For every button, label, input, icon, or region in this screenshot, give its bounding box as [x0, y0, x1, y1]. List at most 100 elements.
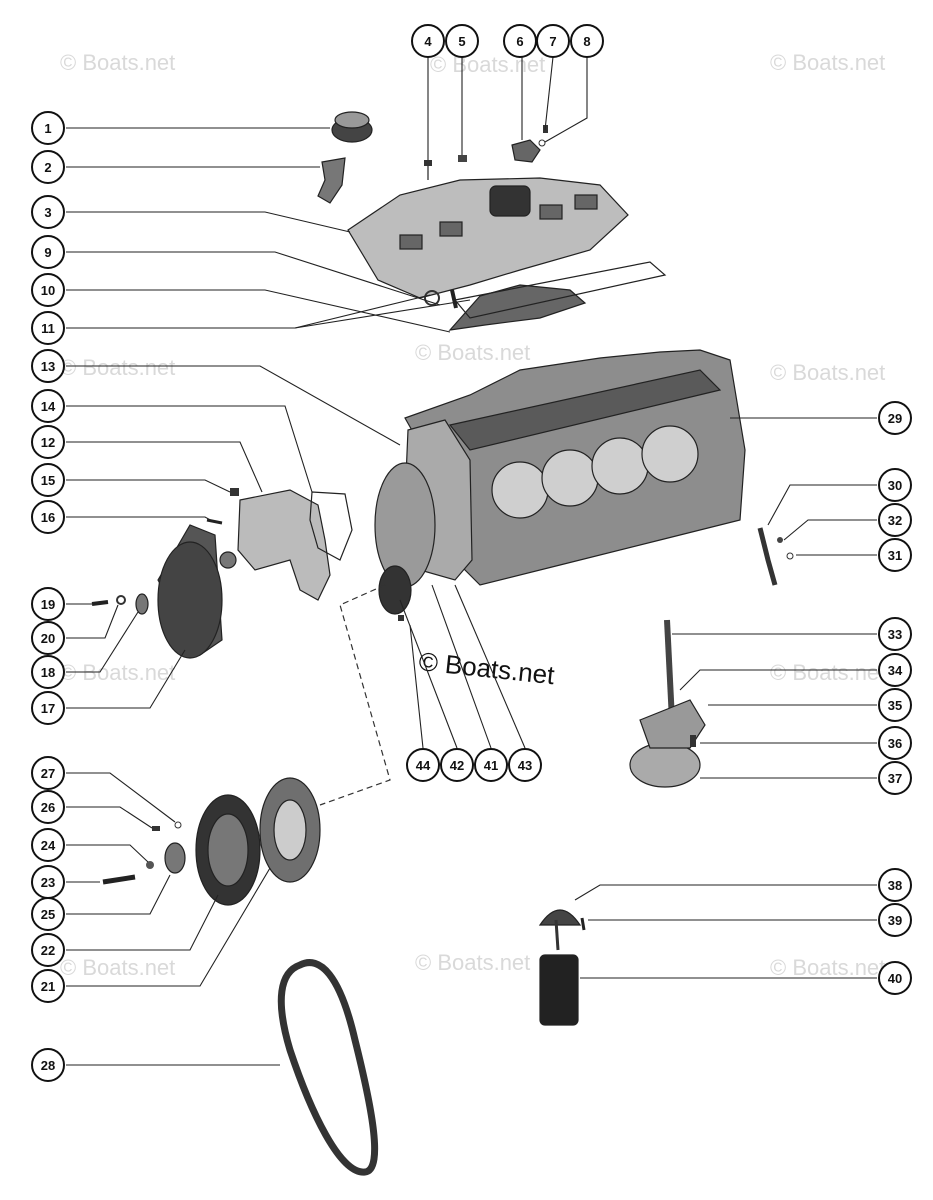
- callout-12: 12: [31, 425, 65, 459]
- callout-41: 41: [474, 748, 508, 782]
- svg-text:22: 22: [41, 943, 55, 958]
- callout-2: 2: [31, 150, 65, 184]
- callout-22: 22: [31, 933, 65, 967]
- callout-17: 17: [31, 691, 65, 725]
- svg-text:27: 27: [41, 766, 55, 781]
- part-4-bolt: [424, 160, 432, 180]
- callout-7: 7: [536, 24, 570, 58]
- svg-text:33: 33: [888, 627, 902, 642]
- part-1-cap: [331, 111, 373, 143]
- callouts: 1 2 3 9 10 11 13 14 12 15 16 19 20 18 17…: [31, 24, 912, 1082]
- part-2-elbow: [317, 157, 346, 204]
- watermark: © Boats.net: [415, 950, 530, 975]
- part-38-cap: [538, 909, 582, 926]
- part-27-washer: [174, 821, 182, 829]
- part-31-plug: [786, 552, 794, 560]
- callout-6: 6: [503, 24, 537, 58]
- part-41-damper: [374, 462, 436, 588]
- svg-text:30: 30: [888, 478, 902, 493]
- svg-text:1: 1: [44, 121, 51, 136]
- callout-16: 16: [31, 500, 65, 534]
- part-29-engine-block: [404, 349, 746, 586]
- part-21-pulley: [259, 777, 321, 883]
- part-24-lockwasher: [146, 861, 154, 869]
- svg-text:28: 28: [41, 1058, 55, 1073]
- part-3-intake-manifold: [347, 177, 629, 299]
- svg-text:12: 12: [41, 435, 55, 450]
- callout-13: 13: [31, 349, 65, 383]
- svg-text:20: 20: [41, 631, 55, 646]
- callout-44: 44: [406, 748, 440, 782]
- svg-text:31: 31: [888, 548, 902, 563]
- watermark: © Boats.net: [770, 50, 885, 75]
- svg-text:19: 19: [41, 597, 55, 612]
- part-15-plug: [230, 488, 239, 496]
- watermark: © Boats.net: [60, 355, 175, 380]
- svg-text:35: 35: [888, 698, 902, 713]
- watermark: © Boats.net: [770, 955, 885, 980]
- callout-30: 30: [878, 468, 912, 502]
- part-20-lockwasher: [116, 595, 126, 605]
- svg-text:13: 13: [41, 359, 55, 374]
- svg-text:15: 15: [41, 473, 55, 488]
- part-37-oil-pump: [629, 699, 706, 788]
- part-26-screw: [152, 826, 160, 831]
- svg-text:14: 14: [41, 399, 56, 414]
- svg-text:18: 18: [41, 665, 55, 680]
- callout-39: 39: [878, 903, 912, 937]
- part-12-water-pump: [219, 489, 331, 601]
- callout-35: 35: [878, 688, 912, 722]
- callout-8: 8: [570, 24, 604, 58]
- svg-text:3: 3: [44, 205, 51, 220]
- part-9-stud: [450, 289, 458, 309]
- callout-28: 28: [31, 1048, 65, 1082]
- part-40-oil-filter: [539, 919, 579, 1026]
- callout-37: 37: [878, 761, 912, 795]
- svg-text:32: 32: [888, 513, 902, 528]
- callout-40: 40: [878, 961, 912, 995]
- part-23-bolt: [102, 874, 136, 885]
- callout-27: 27: [31, 756, 65, 790]
- callout-9: 9: [31, 235, 65, 269]
- leader-lines: [66, 56, 877, 1066]
- svg-text:11: 11: [41, 321, 55, 336]
- watermark: © Boats.net: [60, 50, 175, 75]
- svg-text:38: 38: [888, 878, 902, 893]
- svg-text:37: 37: [888, 771, 902, 786]
- part-36-bolt: [690, 735, 696, 747]
- watermark: © Boats.net: [770, 660, 885, 685]
- callout-24: 24: [31, 828, 65, 862]
- svg-text:44: 44: [416, 758, 431, 773]
- part-17-pulley: [157, 524, 223, 659]
- svg-text:9: 9: [44, 245, 51, 260]
- callout-18: 18: [31, 655, 65, 689]
- callout-23: 23: [31, 865, 65, 899]
- part-11-ring: [424, 290, 440, 306]
- callout-42: 42: [440, 748, 474, 782]
- callout-1: 1: [31, 111, 65, 145]
- svg-text:17: 17: [41, 701, 55, 716]
- svg-text:29: 29: [888, 411, 902, 426]
- part-22-pulley: [195, 794, 261, 906]
- svg-text:4: 4: [424, 34, 432, 49]
- part-8-washer: [538, 139, 546, 147]
- callout-36: 36: [878, 726, 912, 760]
- svg-text:34: 34: [888, 663, 903, 678]
- svg-text:10: 10: [41, 283, 55, 298]
- callout-11: 11: [31, 311, 65, 345]
- part-39-screw: [580, 917, 586, 931]
- svg-text:25: 25: [41, 907, 55, 922]
- svg-text:23: 23: [41, 875, 55, 890]
- watermark: © Boats.net: [415, 340, 530, 365]
- callout-29: 29: [878, 401, 912, 435]
- callout-19: 19: [31, 587, 65, 621]
- callout-14: 14: [31, 389, 65, 423]
- part-25-washer: [164, 842, 186, 874]
- callout-4: 4: [411, 24, 445, 58]
- callout-38: 38: [878, 868, 912, 902]
- part-6-housing: [511, 139, 541, 163]
- callout-5: 5: [445, 24, 479, 58]
- callout-43: 43: [508, 748, 542, 782]
- callout-31: 31: [878, 538, 912, 572]
- svg-text:7: 7: [549, 34, 556, 49]
